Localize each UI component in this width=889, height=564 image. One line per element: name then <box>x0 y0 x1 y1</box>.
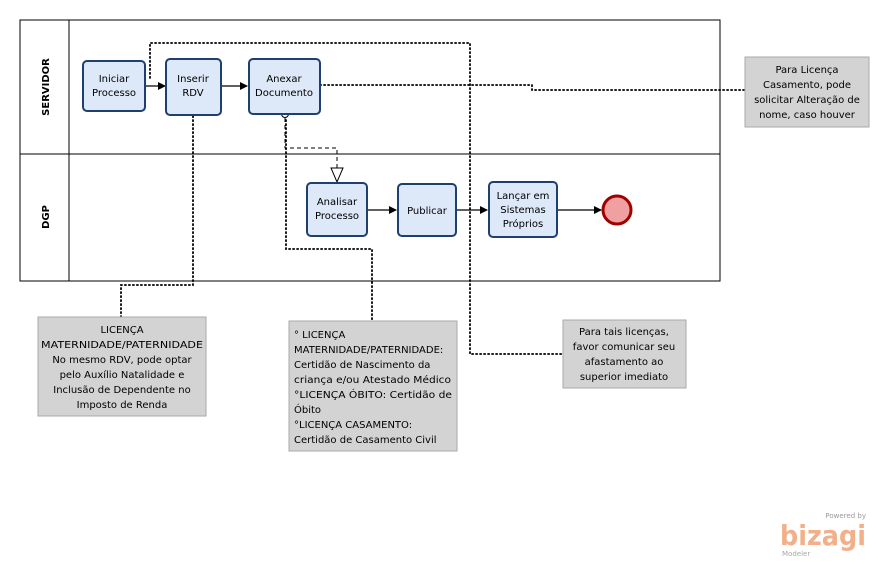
note-line: Óbito <box>294 403 321 416</box>
note-line: °LICENÇA ÓBITO: Certidão de <box>294 388 452 401</box>
task-box <box>165 58 222 116</box>
lane-label-dgp: DGP <box>41 205 52 229</box>
task-line: Iniciar <box>99 74 130 85</box>
note-line: MATERNIDADE/PATERNIDADE: <box>294 345 443 356</box>
note-box <box>288 320 458 452</box>
task-line: Documento <box>255 88 313 99</box>
task-line: Lançar em <box>497 191 550 202</box>
task-inserir-rdv[interactable]: Inserir RDV <box>165 58 222 116</box>
task-line: Anexar <box>266 74 302 85</box>
note-line: Casamento, pode <box>763 80 851 91</box>
task-iniciar-processo[interactable]: Iniciar Processo <box>82 60 146 112</box>
note-box <box>744 56 870 128</box>
note-comunicar: Para tais licenças, favor comunicar seu … <box>562 319 687 389</box>
note-line: afastamento ao <box>585 357 664 368</box>
note-line: No mesmo RDV, pode optar <box>52 355 192 366</box>
note-line: criança e/ou Atestado Médico <box>294 374 451 386</box>
lane-label-servidor: SERVIDOR <box>41 58 52 116</box>
brand-modeler: Modeler <box>782 550 810 558</box>
message-flow-arrowhead <box>330 167 344 184</box>
task-line: Processo <box>92 88 136 99</box>
message-flow-anexar-analisar <box>281 110 344 184</box>
note-line: nome, caso houver <box>759 110 856 121</box>
note-line: solicitar Alteração de <box>754 95 860 106</box>
pool: SERVIDOR DGP <box>19 19 721 282</box>
note-line: Certidão de Nascimento da <box>294 360 430 371</box>
task-line: Próprios <box>503 218 543 230</box>
task-analisar-processo[interactable]: Analisar Processo <box>306 182 368 237</box>
note-box <box>562 319 687 389</box>
association-certidoes <box>285 119 373 322</box>
note-line: Inclusão de Dependente no <box>53 385 190 396</box>
pool-border <box>19 19 721 282</box>
associations <box>120 42 746 355</box>
task-line: Sistemas <box>500 205 546 216</box>
note-line: ° LICENÇA <box>294 330 345 341</box>
note-casamento: Para Licença Casamento, pode solicitar A… <box>744 56 870 128</box>
note-box <box>37 316 207 417</box>
task-box <box>248 58 321 115</box>
note-line: LICENÇA <box>100 325 143 336</box>
message-flow-path <box>284 118 338 168</box>
note-line: superior imediato <box>580 372 668 383</box>
note-line: Para Licença <box>775 65 838 76</box>
note-maternidade: LICENÇA MATERNIDADE/PATERNIDADE No mesmo… <box>37 316 207 417</box>
sequence-flows <box>145 82 602 214</box>
task-lancar-sistemas[interactable]: Lançar em Sistemas Próprios <box>488 181 558 238</box>
bizagi-logo: Powered by bizagi Modeler <box>780 512 866 558</box>
task-box <box>397 183 457 237</box>
association-maternidade <box>120 115 194 318</box>
note-line: Para tais licenças, <box>579 327 669 338</box>
note-line: favor comunicar seu <box>573 342 675 353</box>
task-box <box>488 181 558 238</box>
task-line: Publicar <box>407 206 448 217</box>
task-box <box>82 60 146 112</box>
brand-name: bizagi <box>780 519 866 552</box>
note-certidoes: ° LICENÇA MATERNIDADE/PATERNIDADE: Certi… <box>288 320 458 452</box>
brand-powered-by: Powered by <box>825 512 866 520</box>
task-line: Processo <box>315 211 359 222</box>
end-event[interactable] <box>601 194 633 226</box>
task-anexar-documento[interactable]: Anexar Documento <box>248 58 321 115</box>
task-line: Inserir <box>177 74 210 85</box>
association-comunicar <box>149 42 564 355</box>
task-box <box>306 182 368 237</box>
note-line: pelo Auxílio Natalidade e <box>60 369 185 381</box>
note-line: °LICENÇA CASAMENTO: <box>294 420 412 431</box>
association-casamento <box>319 84 746 91</box>
task-line: Analisar <box>317 197 358 208</box>
task-publicar[interactable]: Publicar <box>397 183 457 237</box>
note-line: Certidão de Casamento Civil <box>294 435 437 446</box>
note-line: Imposto de Renda <box>77 400 168 411</box>
task-line: RDV <box>182 88 203 99</box>
note-line: MATERNIDADE/PATERNIDADE <box>41 340 203 351</box>
